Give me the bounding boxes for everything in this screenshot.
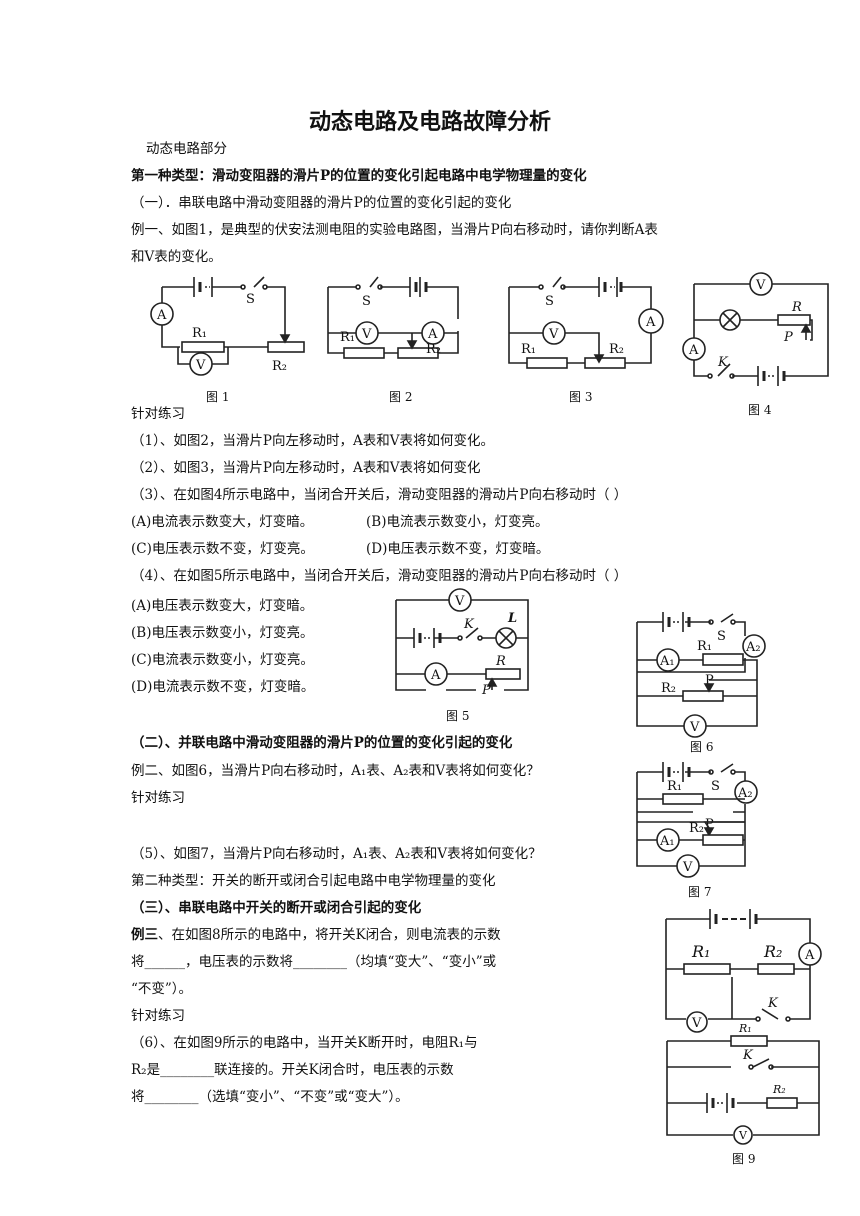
practice-label-1: 针对练习 (131, 406, 185, 422)
q3-option-c: (C)电压表示数不变，灯变亮。 (131, 541, 314, 557)
svg-text:V: V (689, 720, 700, 735)
svg-text:A: A (804, 948, 815, 963)
page-title: 动态电路及电路故障分析 (308, 110, 551, 135)
intro-label: 动态电路部分 (146, 141, 227, 157)
figure1-caption: 图 1 (206, 390, 230, 404)
section1-heading: （一）．串联电路中滑动变阻器的滑片P的位置的变化引起的变化 (131, 195, 512, 211)
type1-heading: 第一种类型：滑动变阻器的滑片P的位置的变化引起电路中电学物理量的变化 (131, 168, 587, 184)
svg-text:R₂: R₂ (661, 681, 676, 696)
svg-text:R₂: R₂ (609, 342, 624, 357)
example1-line2: 和V表的变化。 (131, 249, 222, 265)
svg-text:V: V (682, 860, 693, 875)
question-6-line2: R₂是________联连接的。开关K闭合时，电压表的示数 (131, 1062, 454, 1078)
svg-text:R₁: R₁ (691, 942, 710, 961)
svg-text:R: R (791, 300, 802, 315)
svg-text:R₂: R₂ (272, 359, 287, 374)
figure5-caption: 图 5 (446, 709, 470, 723)
svg-text:S: S (711, 779, 720, 794)
q4-option-c: (C)电流表示数变小，灯变亮。 (131, 652, 314, 668)
figure7-circuit-diagram: S A₂ R₁ R₂ P A₁ V (636, 762, 758, 878)
q3-option-d: (D)电压表示数不变，灯变暗。 (366, 541, 550, 557)
svg-text:S: S (545, 294, 554, 309)
q4-option-a: (A)电压表示数变大，灯变暗。 (131, 598, 314, 614)
svg-text:L: L (507, 611, 517, 626)
q3-option-a: (A)电流表示数变大，灯变暗。 (131, 514, 314, 530)
example3-line1: 例三、在如图8所示的电路中，将开关K闭合，则电流表的示数 (131, 926, 501, 944)
svg-text:R₂: R₂ (763, 942, 782, 961)
svg-text:V: V (691, 1016, 702, 1031)
svg-text:K: K (717, 355, 729, 370)
figure6-circuit-diagram: S A₂ A₁ R₁ R₂ P V (636, 612, 766, 738)
example3-line3: “不变”）。 (131, 981, 193, 997)
svg-text:A₁: A₁ (659, 654, 675, 669)
section2-heading: （二）、并联电路中滑动变阻器的滑片P的位置的变化引起的变化 (131, 735, 513, 751)
figure4-caption: 图 4 (748, 403, 772, 417)
svg-text:R₁: R₁ (192, 326, 207, 341)
figure1-circuit-diagram: S A R₁ V R₂ (150, 276, 305, 376)
svg-text:A: A (645, 315, 656, 330)
question-2: （2）、如图3，当滑片P向左移动时，A表和V表将如何变化 (131, 460, 481, 476)
question-1: （1）、如图2，当滑片P向左移动时，A表和V表将如何变化。 (131, 433, 495, 449)
svg-text:P: P (783, 330, 793, 345)
figure7-caption: 图 7 (688, 885, 712, 899)
svg-text:A₂: A₂ (745, 640, 761, 655)
figure9-caption: 图 9 (732, 1152, 756, 1166)
svg-text:R: R (495, 654, 506, 669)
svg-text:K: K (463, 617, 475, 632)
svg-text:V: V (548, 327, 559, 342)
svg-text:R₂: R₂ (772, 1083, 786, 1096)
svg-text:A₂: A₂ (737, 786, 753, 801)
example3-line2: 将______，电压表的示数将________（均填“变大”、“变小”或 (131, 954, 497, 970)
figure3-circuit-diagram: S A V R₁ R₂ (508, 276, 664, 369)
q4-option-b: (B)电压表示数变小，灯变亮。 (131, 625, 314, 641)
q4-option-d: (D)电流表示数不变，灯变暗。 (131, 679, 315, 695)
question-5: （5）、如图7，当滑片P向右移动时，A₁表、A₂表和V表将如何变化？ (131, 846, 542, 862)
figure9-circuit-diagram: R₁ K R₂ V (666, 1022, 820, 1145)
svg-text:R₁: R₁ (667, 779, 682, 794)
svg-text:V: V (361, 327, 372, 342)
q3-option-b: (B)电流表示数变小，灯变亮。 (366, 514, 549, 530)
section3-heading: （三）、串联电路中开关的断开或闭合引起的变化 (131, 900, 422, 916)
svg-text:K: K (767, 996, 779, 1011)
practice-label-2: 针对练习 (131, 790, 185, 806)
svg-text:S: S (717, 629, 726, 644)
svg-text:R₁: R₁ (521, 342, 536, 357)
svg-text:V: V (755, 278, 766, 293)
svg-text:A: A (427, 327, 438, 342)
practice-label-3: 针对练习 (131, 1008, 185, 1024)
svg-text:V: V (738, 1129, 748, 1142)
example2: 例二、如图6，当滑片P向右移动时，A₁表、A₂表和V表将如何变化？ (131, 763, 540, 779)
example3-prefix: 例三 (131, 927, 158, 943)
svg-text:V: V (195, 358, 206, 373)
svg-text:R₁: R₁ (340, 330, 355, 345)
example3-line1-rest: 、在如图8所示的电路中，将开关K闭合，则电流表的示数 (158, 927, 501, 943)
figure4-circuit-diagram: V R P A K (682, 272, 829, 386)
type2-heading: 第二种类型：开关的断开或闭合引起电路中电学物理量的变化 (131, 873, 496, 889)
figure3-caption: 图 3 (569, 390, 593, 404)
figure6-caption: 图 6 (690, 740, 714, 754)
svg-text:P: P (481, 683, 491, 698)
svg-text:R₂: R₂ (689, 821, 704, 836)
svg-text:R₁: R₁ (697, 639, 712, 654)
svg-text:A₁: A₁ (659, 834, 675, 849)
figure8-circuit-diagram: A R₁ R₂ K V (665, 909, 822, 1033)
svg-text:R₁: R₁ (738, 1022, 752, 1035)
svg-text:K: K (742, 1048, 754, 1063)
question-6-line1: （6）、在如图9所示的电路中，当开关K断开时，电阻R₁与 (131, 1035, 478, 1051)
svg-text:P: P (705, 817, 714, 832)
figure5-circuit-diagram: V K L A R P (395, 588, 529, 698)
question-3: （3）、在如图4所示电路中，当闭合开关后，滑动变阻器的滑动片P向右移动时（ ） (131, 487, 628, 503)
svg-text:S: S (362, 294, 371, 309)
figure2-circuit-diagram: S V A R₁ R₂ (327, 276, 459, 359)
svg-text:A: A (156, 308, 167, 323)
question-6-line3: 将________（选填“变小”、“不变”或“变大”）。 (131, 1089, 409, 1105)
question-4: （4）、在如图5所示电路中，当闭合开关后，滑动变阻器的滑动片P向右移动时（ ） (131, 568, 628, 584)
svg-text:A: A (430, 668, 441, 683)
svg-text:R₂: R₂ (426, 342, 441, 357)
svg-text:A: A (688, 343, 699, 358)
example1-line1: 例一、如图1，是典型的伏安法测电阻的实验电路图，当滑片P向右移动时，请你判断A表 (131, 222, 658, 238)
svg-text:V: V (454, 594, 465, 609)
figure2-caption: 图 2 (389, 390, 413, 404)
svg-text:S: S (246, 292, 255, 307)
